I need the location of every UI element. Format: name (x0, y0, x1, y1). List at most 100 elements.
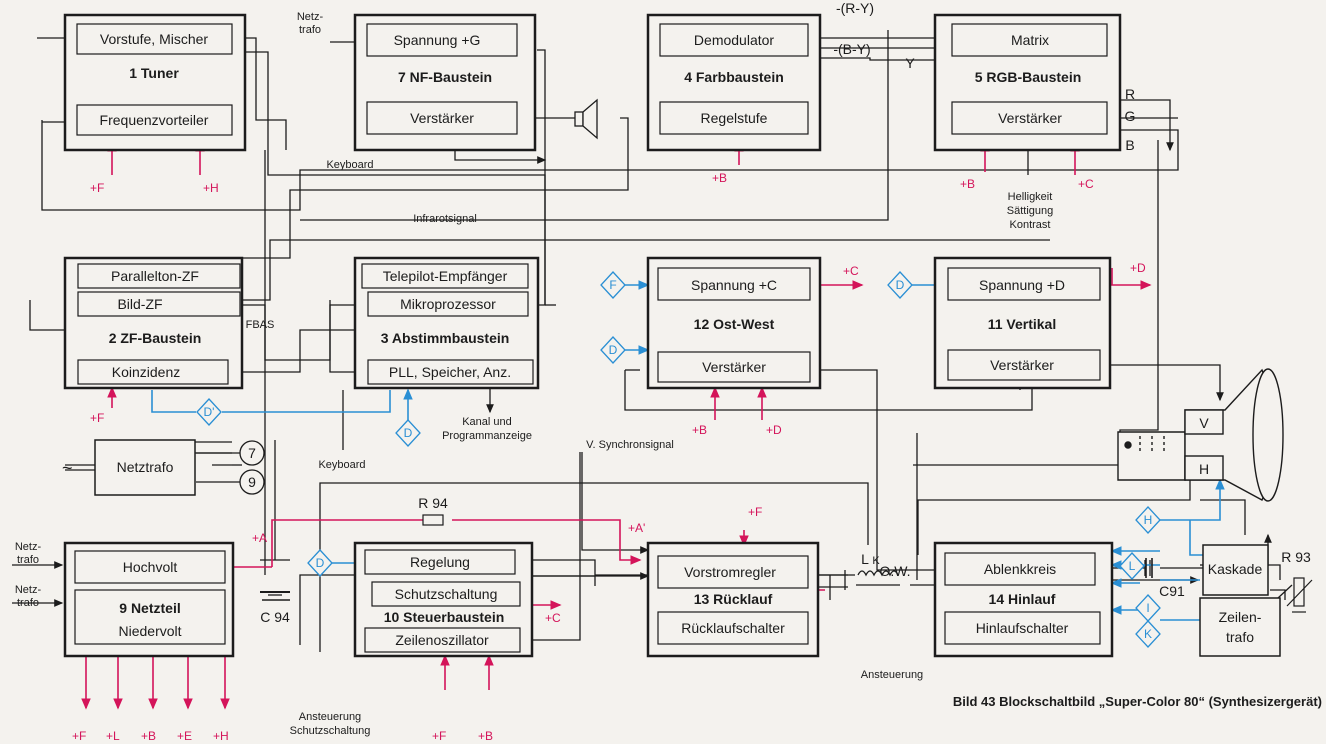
c94-label: C 94 (260, 609, 290, 625)
lk-label-l: L (861, 551, 869, 567)
tuner-title: 1 Tuner (129, 65, 179, 81)
resistor-r94-icon (422, 514, 444, 526)
netz-trafo-2a: Netz- (15, 541, 42, 553)
vert-sub2: Verstärker (990, 357, 1054, 373)
lk-label-k: K (872, 555, 880, 567)
vert-sub1: Spannung +D (979, 277, 1065, 293)
steuer-sub1: Regelung (410, 554, 470, 570)
nf-sub2: Verstärker (410, 110, 474, 126)
y-label: Y (905, 55, 915, 71)
pwr-f-4: +F (432, 729, 446, 743)
pwr-h-2: +H (213, 729, 229, 743)
ry-label: -(R-Y) (836, 0, 874, 16)
pwr-c-3: +C (545, 611, 561, 625)
netz-trafo-1a: Netz- (297, 11, 324, 23)
ansteuerung-label-2: Ansteuerung (299, 711, 361, 723)
zeilentrafo-title2: trafo (1226, 629, 1254, 645)
pwr-h-1: +H (203, 181, 219, 195)
by-label: -(B-Y) (833, 41, 870, 57)
pwr-a2: +A' (628, 521, 645, 535)
netz-trafo-3b: trafo (17, 597, 39, 609)
figure-caption: Bild 43 Blockschaltbild „Super-Color 80“… (953, 694, 1322, 709)
r-label: R (1125, 86, 1135, 102)
dia-d-prime: D' (204, 405, 215, 419)
pwr-b-5: +B (141, 729, 156, 743)
netztrafo-title: Netztrafo (117, 459, 174, 475)
pwr-a: +A (252, 531, 267, 545)
fbas-label: FBAS (246, 319, 275, 331)
ost-title: 12 Ost-West (694, 316, 775, 332)
rueck-sub2: Rücklaufschalter (681, 620, 785, 636)
dia-h: H (1144, 513, 1153, 527)
ost-sub2: Verstärker (702, 359, 766, 375)
block-rueck: Vorstromregler 13 Rücklauf Rücklaufschal… (646, 541, 820, 658)
pwr-c-2: +C (843, 264, 859, 278)
keyboard-label-2: Keyboard (318, 459, 365, 471)
hin-sub2: Hinlaufschalter (976, 620, 1069, 636)
saettigung-label: Sättigung (1007, 205, 1053, 217)
dia-d-2: D (896, 278, 905, 292)
zf-sub1: Parallelton-ZF (111, 268, 199, 284)
ow-label: O.W. (879, 563, 910, 579)
pwr-b-4: +B (478, 729, 493, 743)
netz-trafo-3a: Netz- (15, 584, 42, 596)
block-zeilentrafo: Zeilen- trafo (1199, 597, 1281, 657)
helligkeit-label: Helligkeit (1008, 191, 1053, 203)
abst-sub2: Mikroprozessor (400, 296, 496, 312)
coil-lk-icon (856, 570, 900, 586)
zf-sub2: Bild-ZF (117, 296, 162, 312)
r94-label: R 94 (418, 495, 448, 511)
hin-sub1: Ablenkkreis (984, 561, 1056, 577)
netz-trafo-2b: trafo (17, 554, 39, 566)
ref-7: 7 (248, 445, 256, 461)
dia-i: I (1146, 601, 1149, 615)
steuer-sub3: Zeilenoszillator (395, 632, 489, 648)
crt-h: H (1199, 461, 1209, 477)
dia-d-3: D (404, 426, 413, 440)
pwr-f-3: +F (748, 505, 762, 519)
block-farb: Demodulator 4 Farbbaustein Regelstufe (646, 13, 822, 152)
kanal-label-2: Programmanzeige (442, 430, 532, 442)
zf-title: 2 ZF-Baustein (109, 330, 202, 346)
diamond-labels: F D D D' D D H L I K (204, 278, 1153, 641)
r93-label: R 93 (1281, 549, 1311, 565)
pwr-b-1: +B (712, 171, 727, 185)
resistor-r93-icon (1286, 577, 1313, 613)
pwr-d-2: +D (766, 423, 782, 437)
rgb-sub2: Verstärker (998, 110, 1062, 126)
block-rgb: Matrix 5 RGB-Baustein Verstärker (933, 13, 1122, 152)
rgb-sub1: Matrix (1011, 32, 1049, 48)
keyboard-label-1: Keyboard (326, 159, 373, 171)
pwr-e: +E (177, 729, 192, 743)
pwr-c-1: +C (1078, 177, 1094, 191)
b-label: B (1125, 137, 1134, 153)
capacitor-c91-icon (1145, 558, 1153, 578)
zf-sub3: Koinzidenz (112, 364, 181, 380)
zeilentrafo-title: Zeilen- (1219, 609, 1262, 625)
steuer-sub2: Schutzschaltung (395, 586, 498, 602)
block-tuner: Vorstufe, Mischer 1 Tuner Frequenzvortei… (63, 13, 247, 152)
block-ostwest: Spannung +C 12 Ost-West Verstärker (646, 256, 822, 390)
block-zf: Parallelton-ZF Bild-ZF 2 ZF-Baustein Koi… (63, 256, 244, 390)
pwr-b-3: +B (692, 423, 707, 437)
ost-sub1: Spannung +C (691, 277, 777, 293)
infrarot-label: Infrarotsignal (413, 213, 477, 225)
nf-title: 7 NF-Baustein (398, 69, 492, 85)
netzteil-sub1: Hochvolt (123, 559, 178, 575)
netz-trafo-1b: trafo (299, 24, 321, 36)
vsync-label: V. Synchronsignal (586, 439, 674, 451)
kanal-label-1: Kanal und (462, 416, 512, 428)
ansteuerung-label: Ansteuerung (861, 669, 923, 681)
c91-label: C91 (1159, 583, 1185, 599)
block-nf: Spannung +G 7 NF-Baustein Verstärker (353, 13, 537, 152)
block-steuer: Regelung Schutzschaltung 10 Steuerbauste… (353, 541, 534, 658)
control-diamonds (196, 271, 1161, 648)
kaskade-title: Kaskade (1208, 561, 1263, 577)
block-abstimm: Telepilot-Empfänger Mikroprozessor 3 Abs… (353, 256, 540, 390)
power-labels: +F +H +B +B +C +C +D +F +B +D +A +A' +F … (72, 171, 1146, 743)
dia-k: K (1144, 627, 1152, 641)
block-kaskade: Kaskade (1202, 544, 1269, 596)
pwr-f-5: +F (72, 729, 86, 743)
dia-l: L (1129, 559, 1136, 573)
